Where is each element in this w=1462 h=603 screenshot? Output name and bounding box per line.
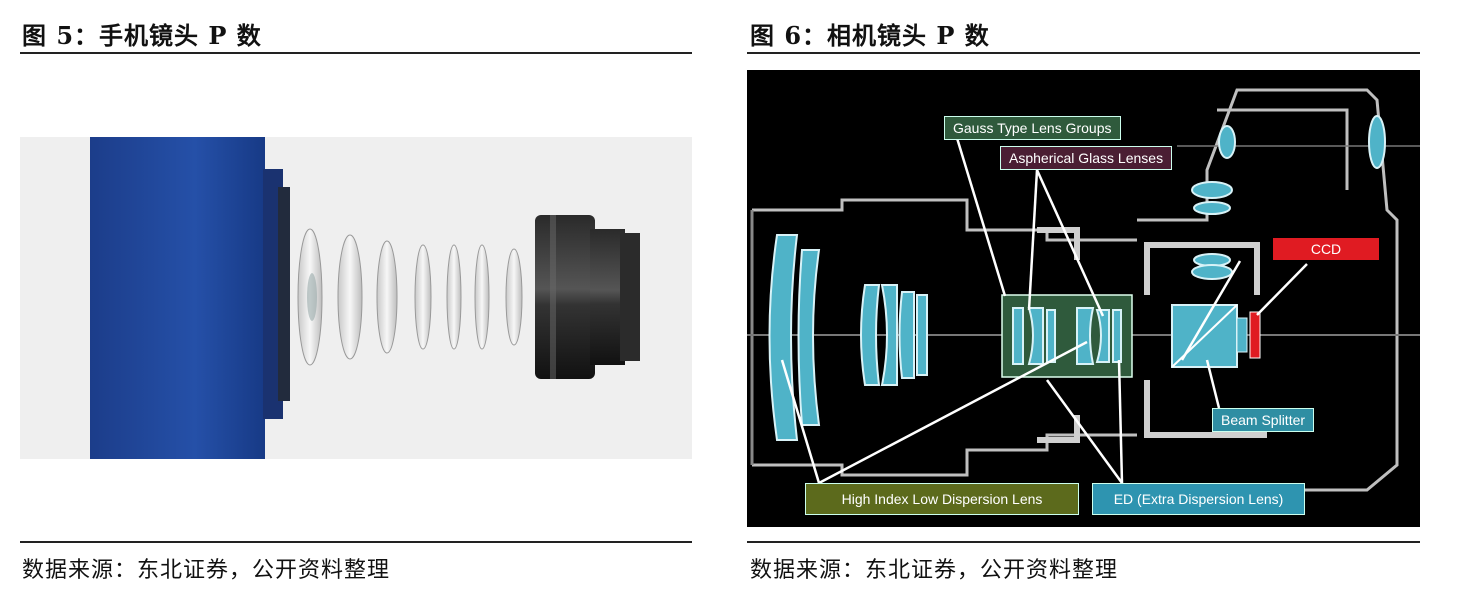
high-index-label: High Index Low Dispersion Lens — [805, 483, 1079, 515]
figure5-top-rule — [20, 52, 692, 54]
lens-elements — [297, 228, 523, 366]
ed-lens-label: ED (Extra Dispersion Lens) — [1092, 483, 1305, 515]
figure6-title: 图 6：相机镜头 P 数 — [750, 21, 990, 50]
lens-barrel — [535, 215, 640, 379]
figure5-title: 图 5：手机镜头 P 数 — [22, 21, 262, 50]
front-lens — [768, 234, 821, 441]
figure6-top-rule — [747, 52, 1420, 54]
gauss-type-label: Gauss Type Lens Groups — [944, 116, 1121, 140]
beam-splitter-label: Beam Splitter — [1212, 408, 1315, 432]
inner-frame — [1037, 227, 1267, 443]
figure5-bottom-rule — [20, 541, 692, 543]
aspherical-label: Aspherical Glass Lenses — [1000, 146, 1173, 170]
middle-lens-group — [860, 284, 928, 386]
pointer-lines — [780, 137, 1308, 485]
phone-lens-image — [20, 137, 692, 459]
ccd-label: CCD — [1273, 238, 1379, 260]
beam-splitter-prism — [1171, 304, 1261, 368]
figure5-source: 数据来源：东北证券，公开资料整理 — [22, 558, 391, 583]
viewfinder-lenses — [1191, 115, 1386, 280]
figure6-bottom-rule — [747, 541, 1420, 543]
phone-lens-illustration — [90, 137, 640, 459]
camera-lens-cutaway — [747, 88, 1420, 492]
camera-lens-diagram: Gauss Type Lens Groups Aspherical Glass … — [747, 70, 1420, 527]
phone-body — [90, 137, 265, 459]
figure6-source: 数据来源：东北证券，公开资料整理 — [750, 558, 1119, 583]
